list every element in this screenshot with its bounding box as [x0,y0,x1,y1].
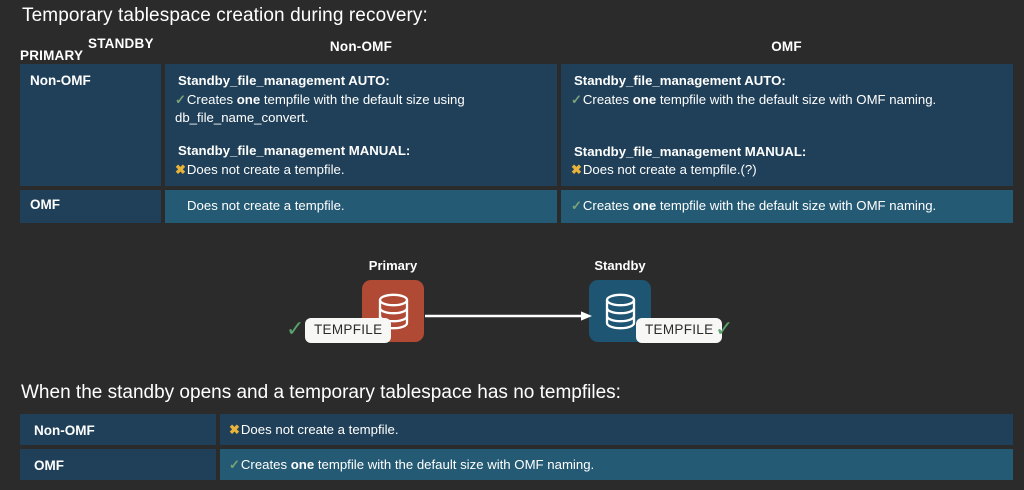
cell-text-post: tempfile with the default size with OMF … [656,91,937,107]
row-header-non-omf: Non-OMF [20,64,161,186]
section1-title: Temporary tablespace creation during rec… [22,5,428,26]
axis-header-primary: PRIMARY [20,48,84,63]
spacer [175,126,547,142]
cell-subheading-auto: Standby_file_management AUTO: [178,73,390,88]
cell-line: ✓Creates one tempfile with the default s… [571,197,1003,215]
cell-nonomf-omf: Standby_file_management AUTO: ✓Creates o… [561,64,1013,186]
check-icon-standby: ✓ [715,316,734,341]
check-icon: ✓ [571,198,582,213]
cell-text-pre: Does not create a tempfile.(?) [582,162,757,178]
matrix-table: Non-OMF Standby_file_management AUTO: ✓C… [20,64,1013,227]
standby-tempfile-chip: TEMPFILE [636,318,723,343]
row-text-pre: Creates [240,457,291,472]
row-text-bold: one [290,457,315,472]
standby-open-table: Non-OMF ✖Does not create a tempfile. OMF… [20,414,1013,484]
section2-title: When the standby opens and a temporary t… [21,382,621,403]
spacer [571,109,1003,143]
cell-text-pre: Creates [582,91,633,107]
cell-line-manual: ✖Does not create a tempfile.(?) [571,161,1003,179]
cell-text-bold: one [236,91,261,107]
cell-text-post: tempfile with the default size with OMF … [656,198,937,213]
row-value-non-omf: ✖Does not create a tempfile. [220,414,1013,445]
cell-nonomf-nonomf: Standby_file_management AUTO: ✓Creates o… [165,64,557,186]
cell-text-pre: Does not create a tempfile. [186,162,345,178]
cell-subheading-manual: Standby_file_management MANUAL: [178,143,411,159]
cell-text-bold: one [632,91,657,107]
check-icon: ✓ [229,457,240,472]
table-row: Non-OMF Standby_file_management AUTO: ✓C… [20,64,1013,186]
cross-icon: ✖ [175,162,186,178]
check-icon-primary: ✓ [286,316,305,341]
axis-header-standby: STANDBY [88,36,154,51]
cell-text-post: tempfile with the default size using db_… [175,91,465,125]
cross-icon: ✖ [571,162,582,178]
cell-line: Does not create a tempfile. [175,197,547,215]
primary-tempfile-chip: TEMPFILE [305,318,392,343]
check-icon: ✓ [175,91,186,107]
cell-line-auto: ✓Creates one tempfile with the default s… [175,91,547,127]
row-header-omf: OMF [20,449,216,480]
row-header-non-omf: Non-OMF [20,414,216,445]
cross-icon: ✖ [229,422,240,437]
cell-text-pre: Creates [582,198,633,213]
row-text: Does not create a tempfile. [240,422,399,437]
cell-subheading-auto: Standby_file_management AUTO: [574,73,786,88]
replication-arrow-icon [425,308,593,321]
cell-subheading-manual: Standby_file_management MANUAL: [574,143,807,159]
replication-diagram: Primary Standby [0,248,1024,368]
cell-omf-omf: ✓Creates one tempfile with the default s… [561,190,1013,223]
diagram-label-primary: Primary [368,258,418,273]
row-text-post: tempfile with the default size with OMF … [314,457,595,472]
cell-text-pre: Creates [186,91,237,107]
table-row: OMF Does not create a tempfile. ✓Creates… [20,190,1013,223]
cell-line-manual: ✖Does not create a tempfile. [175,161,547,179]
column-header-non-omf: Non-OMF [329,39,393,54]
cell-text-bold: one [632,198,657,213]
check-icon: ✓ [571,91,582,107]
cell-text-pre: Does not create a tempfile. [187,198,345,213]
row-header-omf: OMF [20,190,161,223]
row-value-omf: ✓Creates one tempfile with the default s… [220,449,1013,480]
cell-omf-nonomf: Does not create a tempfile. [165,190,557,223]
column-header-omf: OMF [771,39,802,54]
diagram-label-standby: Standby [594,258,646,273]
cell-line-auto: ✓Creates one tempfile with the default s… [571,91,1003,109]
table-row: Non-OMF ✖Does not create a tempfile. [20,414,1013,445]
table-row: OMF ✓Creates one tempfile with the defau… [20,449,1013,480]
